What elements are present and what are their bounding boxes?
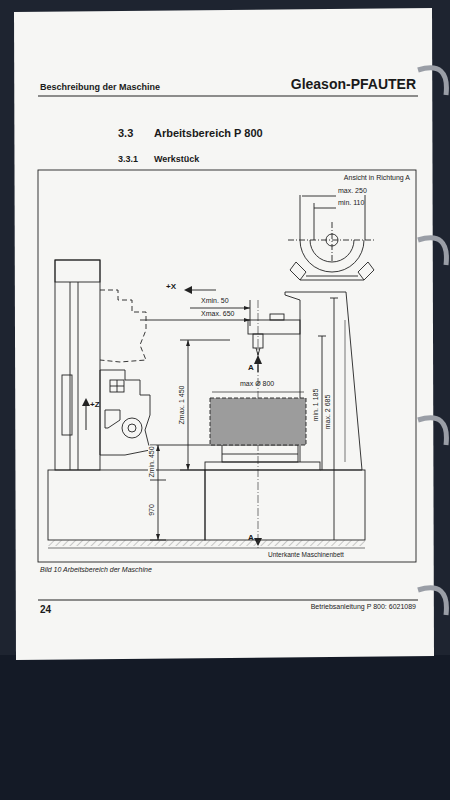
dimension-label: max. 250	[338, 187, 367, 195]
dimension-label: Zmax. 1 450	[178, 385, 186, 426]
dimension-label: 970	[148, 503, 156, 517]
dimension-label: min. 110	[338, 199, 364, 207]
view-note: Ansicht in Richtung A	[344, 174, 410, 182]
page-number: 24	[40, 604, 51, 616]
axis-label: +X	[166, 282, 176, 291]
dimension-label: Xmin. 50	[200, 297, 230, 305]
dimension-label: max. 2 685	[324, 394, 332, 431]
section-number: 3.3	[118, 127, 133, 140]
document-number: Betriebsanleitung P 800: 6021089	[311, 603, 416, 611]
section-number: 3.3.1	[118, 154, 138, 164]
dimension-label: Zmin. 450	[148, 445, 156, 478]
axis-label: +Z	[90, 400, 100, 409]
section-heading: Werkstück	[154, 154, 199, 164]
brand-logo: Gleason-PFAUTER	[291, 76, 416, 92]
dimension-label: max Ø 800	[240, 380, 274, 388]
figure-caption: Bild 10 Arbeitsbereich der Maschine	[40, 566, 152, 574]
section-title: Arbeitsbereich P 800	[154, 127, 263, 140]
dimension-label: min. 1 185	[312, 388, 320, 423]
view-marker: A	[248, 533, 254, 542]
view-marker: A	[248, 363, 254, 372]
header-text: Beschreibung der Maschine	[40, 82, 160, 92]
dimension-label: Xmax. 650	[200, 310, 235, 318]
reference-note: Unterkante Maschinenbett	[268, 551, 344, 558]
